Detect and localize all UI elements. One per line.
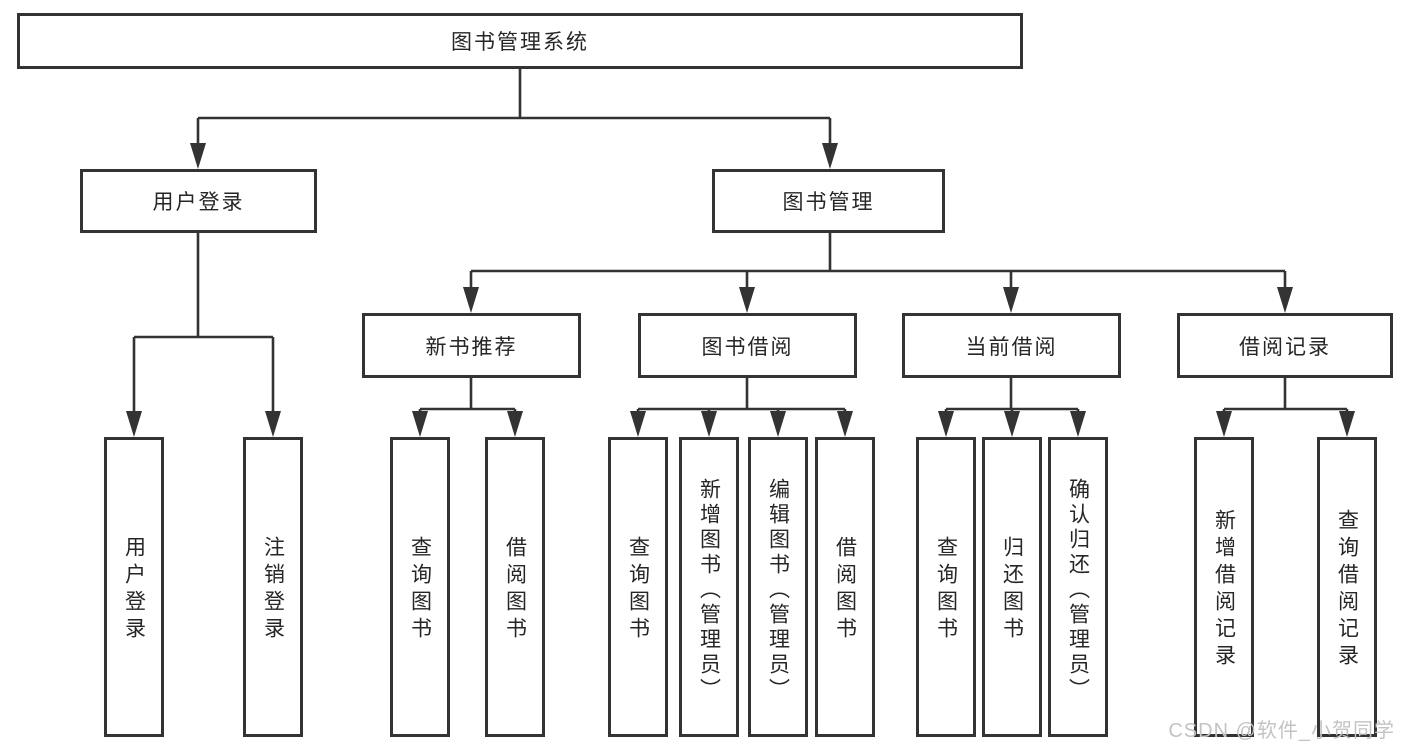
leaf-user-login: 用户登录: [104, 437, 164, 737]
arrowhead: [1339, 411, 1355, 437]
arrowhead: [265, 411, 281, 437]
node-library-management-system: 图书管理系统: [17, 13, 1023, 69]
node-user-login: 用户登录: [80, 169, 317, 233]
arrowhead: [1004, 411, 1020, 437]
leaf-record-add: 新增借阅记录: [1194, 437, 1254, 737]
arrowhead: [770, 411, 786, 437]
arrowhead: [1277, 287, 1293, 313]
leaf-borrow-borrow-books: 借阅图书: [815, 437, 875, 737]
connector-record-leaves: [1222, 378, 1349, 417]
node-new-book-recommend: 新书推荐: [362, 313, 581, 378]
leaf-recommend-query-books: 查询图书: [390, 437, 450, 737]
leaf-borrow-add-books: 新增图书（管理员）: [679, 437, 739, 737]
leaf-borrow-edit-books: 编辑图书（管理员）: [748, 437, 808, 737]
arrowhead: [507, 411, 523, 437]
arrowhead: [1070, 411, 1086, 437]
connector-bookmgmt-level3: [469, 233, 1287, 291]
arrowhead: [412, 411, 428, 437]
node-label: 新增借阅记录: [1212, 509, 1236, 671]
node-label: 查询图书: [408, 536, 432, 644]
arrowhead: [190, 143, 206, 169]
arrowhead: [938, 411, 954, 437]
leaf-current-query-books: 查询图书: [916, 437, 976, 737]
connector-current-leaves: [944, 378, 1080, 417]
leaf-current-confirm-return: 确认归还（管理员）: [1048, 437, 1108, 737]
node-borrow-record: 借阅记录: [1177, 313, 1393, 378]
leaf-recommend-borrow-books: 借阅图书: [485, 437, 545, 737]
connector-root-level2: [196, 69, 832, 147]
leaf-borrow-query-books: 查询图书: [608, 437, 668, 737]
node-label: 图书管理系统: [451, 31, 589, 54]
arrowhead: [630, 411, 646, 437]
node-label: 借阅记录: [1239, 335, 1331, 359]
node-label: 借阅图书: [503, 536, 527, 644]
arrowhead: [837, 411, 853, 437]
leaf-current-return-books: 归还图书: [982, 437, 1042, 737]
arrowhead: [822, 143, 838, 169]
node-book-management: 图书管理: [712, 169, 945, 233]
connector-userlogin-leaves: [132, 233, 275, 415]
node-current-borrow: 当前借阅: [902, 313, 1121, 378]
node-label: 用户登录: [122, 536, 146, 644]
node-label: 归还图书: [1000, 536, 1024, 644]
node-label: 用户登录: [152, 191, 245, 214]
node-label: 查询借阅记录: [1335, 509, 1359, 671]
node-label: 注销登录: [261, 536, 285, 644]
node-label: 编辑图书（管理员）: [766, 477, 790, 703]
arrowhead: [739, 287, 755, 313]
node-label: 查询图书: [934, 536, 958, 644]
connector-borrow-leaves: [636, 378, 847, 417]
node-label: 查询图书: [626, 536, 650, 644]
node-label: 确认归还（管理员）: [1066, 477, 1090, 703]
arrowhead: [701, 411, 717, 437]
arrowhead: [1003, 287, 1019, 313]
leaf-logout: 注销登录: [243, 437, 303, 737]
arrowhead: [463, 287, 479, 313]
node-label: 图书管理: [782, 191, 875, 214]
node-label: 当前借阅: [965, 335, 1058, 359]
node-label: 图书借阅: [701, 335, 794, 359]
node-label: 新增图书（管理员）: [697, 477, 721, 703]
leaf-record-query: 查询借阅记录: [1317, 437, 1377, 737]
connector-recommend-leaves: [418, 378, 517, 417]
node-label: 新书推荐: [425, 335, 518, 359]
node-book-borrow: 图书借阅: [638, 313, 857, 378]
node-label: 借阅图书: [833, 536, 857, 644]
arrowhead: [1216, 411, 1232, 437]
arrowhead: [126, 411, 142, 437]
